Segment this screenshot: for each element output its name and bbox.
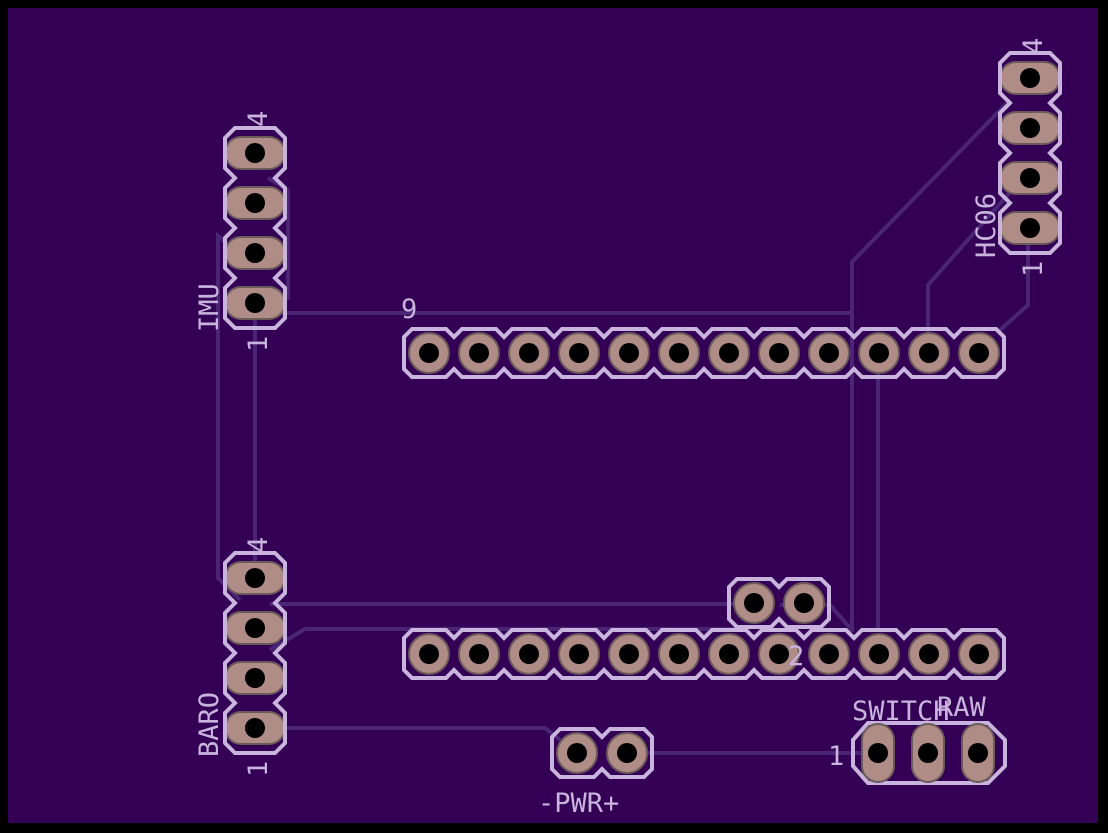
pin-label-4: 4 xyxy=(243,537,274,553)
through-hole-pad xyxy=(558,633,600,675)
through-hole-pad xyxy=(758,633,800,675)
oblong-pad xyxy=(861,723,895,783)
oblong-pad xyxy=(961,723,995,783)
silkscreen-outline xyxy=(223,126,287,330)
through-hole-pad xyxy=(558,332,600,374)
oblong-pad xyxy=(224,611,286,645)
power-connector xyxy=(556,732,648,774)
trace xyxy=(998,240,1030,332)
through-hole-pad xyxy=(606,732,648,774)
through-hole-pad xyxy=(783,582,825,624)
trace xyxy=(850,98,1012,632)
through-hole-pad xyxy=(858,633,900,675)
oblong-pad xyxy=(999,211,1061,245)
through-hole-pad xyxy=(958,633,1000,675)
imu-label: IMU xyxy=(194,283,225,332)
baro-label: BARO xyxy=(194,692,225,757)
pin-label-1: 1 xyxy=(828,741,844,772)
through-hole-pad xyxy=(758,332,800,374)
board-substrate xyxy=(8,8,1098,823)
silkscreen-outline xyxy=(998,51,1062,255)
silkscreen-outline xyxy=(851,721,1007,785)
raw-label: RAW xyxy=(937,692,987,723)
switch-connector xyxy=(851,721,1007,785)
silkscreen-outline xyxy=(402,327,1006,379)
through-hole-pad xyxy=(408,332,450,374)
pin-label-1: 1 xyxy=(243,336,274,352)
oblong-pad xyxy=(224,661,286,695)
through-hole-pad xyxy=(708,633,750,675)
through-hole-pad xyxy=(408,633,450,675)
oblong-pad xyxy=(224,561,286,595)
oblong-pad xyxy=(224,186,286,220)
hc06-label: HC06 xyxy=(971,193,1002,258)
hc06-connector xyxy=(999,61,1061,245)
silkscreen-outline xyxy=(727,577,831,629)
oblong-pad xyxy=(224,136,286,170)
through-hole-pad xyxy=(608,633,650,675)
through-hole-pad xyxy=(458,633,500,675)
through-hole-pad xyxy=(508,633,550,675)
power-label: -PWR+ xyxy=(538,788,619,819)
silkscreen-outline xyxy=(550,727,654,779)
oblong-pad xyxy=(999,61,1061,95)
oblong-pad xyxy=(224,286,286,320)
trace xyxy=(266,176,290,300)
oblong-pad xyxy=(911,723,945,783)
through-hole-pad xyxy=(958,332,1000,374)
through-hole-pad xyxy=(708,332,750,374)
through-hole-pad xyxy=(908,332,950,374)
pin-label-1: 1 xyxy=(1018,261,1049,277)
trace xyxy=(926,188,1014,355)
oblong-pad xyxy=(224,711,286,745)
through-hole-pad xyxy=(858,332,900,374)
pin-label-1: 1 xyxy=(243,761,274,777)
through-hole-pad xyxy=(808,633,850,675)
top-pin-header xyxy=(408,332,1000,374)
jumper-connector xyxy=(733,582,825,624)
silkscreen-outline xyxy=(402,628,1006,680)
header-pin-label: 2 xyxy=(788,641,804,672)
through-hole-pad xyxy=(658,633,700,675)
through-hole-pad xyxy=(658,332,700,374)
pin-label-4: 4 xyxy=(1018,38,1049,54)
through-hole-pad xyxy=(458,332,500,374)
oblong-pad xyxy=(224,236,286,270)
through-hole-pad xyxy=(508,332,550,374)
pin-label-4: 4 xyxy=(243,111,274,127)
through-hole-pad xyxy=(556,732,598,774)
switch-label: SWITCH xyxy=(852,696,950,727)
header-pin-label: 9 xyxy=(401,294,417,325)
through-hole-pad xyxy=(808,332,850,374)
silkscreen-outline xyxy=(223,551,287,755)
bottom-pin-header xyxy=(408,633,1000,675)
through-hole-pad xyxy=(608,332,650,374)
through-hole-pad xyxy=(733,582,775,624)
through-hole-pad xyxy=(908,633,950,675)
oblong-pad xyxy=(999,161,1061,195)
oblong-pad xyxy=(999,111,1061,145)
